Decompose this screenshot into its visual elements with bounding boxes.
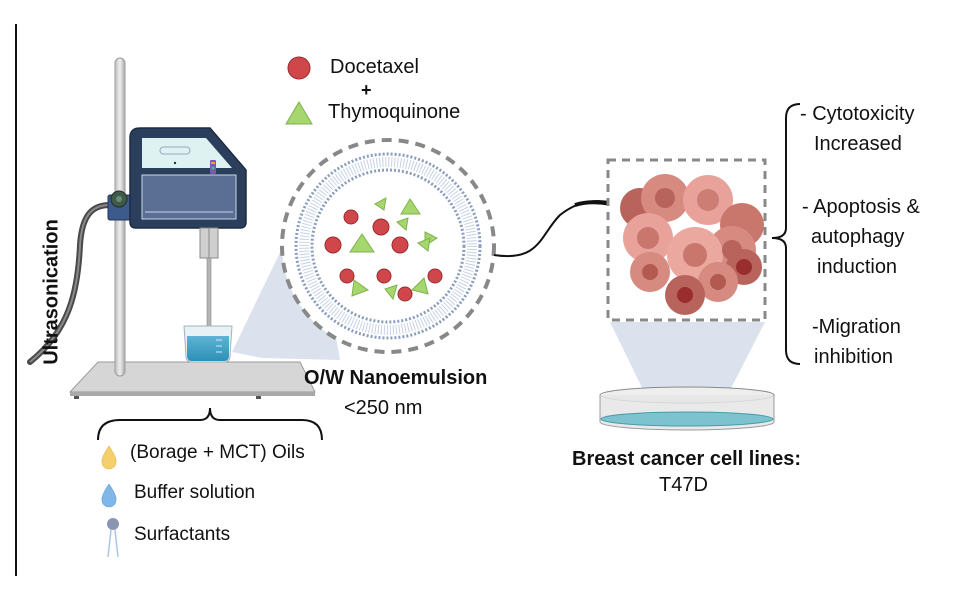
- beaker-icon: [183, 325, 233, 363]
- cell-line-name: T47D: [659, 474, 708, 496]
- thymoquinone-legend-icon: [285, 101, 313, 125]
- effect-apoptosis-line3: induction: [817, 256, 898, 278]
- cancer-cells-icon: [620, 174, 764, 315]
- ingredient-buffer: Buffer solution: [134, 482, 256, 503]
- docetaxel-legend-label: Docetaxel: [330, 56, 419, 78]
- water-drop-icon: [101, 483, 117, 508]
- thymoquinone-legend-label: Thymoquinone: [328, 101, 461, 123]
- effect-apoptosis-line1: - Apoptosis &: [802, 196, 920, 218]
- sonicator-probe-icon: [199, 227, 219, 329]
- effect-apoptosis-line2: autophagy: [811, 226, 905, 248]
- projection-wedge-right: [610, 322, 765, 400]
- stand-base-icon: [68, 361, 316, 399]
- legend-plus: +: [361, 80, 372, 100]
- ultrasonication-label: Ultrasonication: [40, 219, 63, 365]
- ingredient-oils: (Borage + MCT) Oils: [130, 442, 305, 463]
- left-border-line: [15, 24, 17, 576]
- effect-cytotoxicity-line2: Increased: [814, 133, 902, 155]
- effect-cytotoxicity-line1: - Cytotoxicity: [800, 103, 915, 125]
- surfactant-icon: [107, 518, 119, 558]
- ingredients-brace: [97, 407, 323, 441]
- nanoemulsion-title: O/W Nanoemulsion: [304, 367, 488, 389]
- nanoemulsion-size: <250 nm: [344, 397, 423, 419]
- nanoemulsion-droplet-icon: [280, 138, 496, 354]
- thymoquinone-particles: [349, 197, 438, 301]
- clamp-icon: [107, 190, 133, 221]
- ultrasonicator-device-icon: [129, 127, 247, 229]
- effect-migration-line1: -Migration: [812, 316, 901, 338]
- docetaxel-legend-icon: [287, 56, 311, 80]
- docetaxel-particles: [324, 209, 443, 302]
- effect-migration-line2: inhibition: [814, 346, 893, 368]
- cell-line-title: Breast cancer cell lines:: [572, 448, 802, 470]
- oil-drop-icon: [101, 445, 117, 470]
- ingredient-surfactants: Surfactants: [134, 524, 231, 545]
- effects-brace: [771, 103, 801, 365]
- petri-dish-icon: [599, 386, 775, 431]
